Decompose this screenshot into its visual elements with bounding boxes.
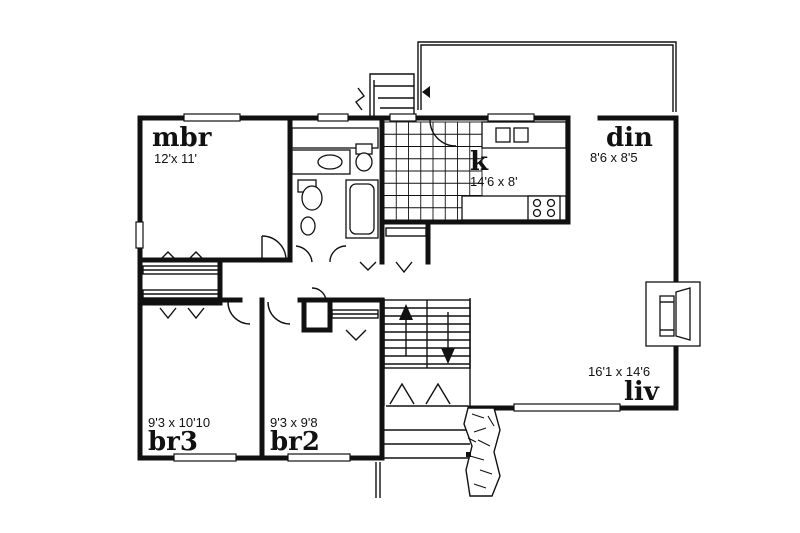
room-name-br2: br2: [270, 427, 320, 457]
room-dims-br2: 9'3 x 9'8: [270, 415, 318, 430]
stairs-down-arrow-icon: [441, 312, 455, 364]
room-dims-living: 16'1 x 14'6: [588, 364, 650, 379]
deck: [417, 41, 677, 112]
main-stairs: [375, 298, 471, 498]
stone-chimney: [463, 407, 501, 497]
doors: [227, 119, 457, 325]
closets: [142, 227, 427, 341]
windows: [135, 113, 621, 462]
stairs-up-arrow-icon: [399, 304, 413, 356]
room-name-mbr: mbr: [152, 123, 212, 153]
room-name-living: liv: [624, 377, 660, 407]
bathroom-fixtures: [291, 127, 379, 239]
room-name-dining: din: [606, 123, 653, 153]
room-dims-mbr: 12'x 11': [154, 151, 197, 166]
room-dims-dining: 8'6 x 8'5: [590, 150, 638, 165]
interior-walls: [137, 115, 571, 461]
entry-stairs: [355, 73, 415, 118]
kitchen-counters: [461, 121, 567, 221]
room-name-br3: br3: [148, 427, 198, 457]
room-dims-kitchen: 14'6 x 8': [470, 174, 518, 189]
fireplace: [645, 281, 701, 347]
room-name-kitchen: k: [470, 147, 489, 177]
entry-arrow-icon: [422, 86, 430, 98]
room-dims-br3: 9'3 x 10'10: [148, 415, 210, 430]
